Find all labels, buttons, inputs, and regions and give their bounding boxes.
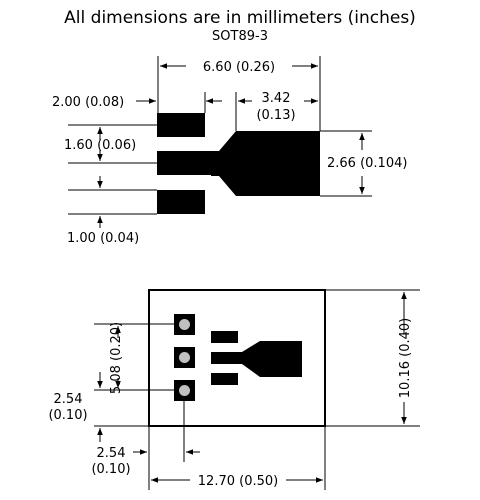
dim-board-width: 12.70 (0.50) bbox=[198, 474, 278, 489]
board-outline bbox=[148, 289, 326, 427]
dim-pin-spacing: 5.08 (0.20) bbox=[109, 322, 124, 394]
dim-board-height: 10.16 (0.40) bbox=[398, 318, 413, 398]
board-pad-2 bbox=[211, 352, 245, 364]
footprint-drawing: 6.60 (0.26) 2.00 (0.08) 3.42 (0.13) 1.60… bbox=[52, 56, 407, 246]
dim-tab-length-value: 3.42 bbox=[262, 91, 291, 106]
dim-bottom-pitch-inches: (0.10) bbox=[91, 462, 130, 477]
dim-overall-width: 6.60 (0.26) bbox=[203, 60, 275, 75]
dim-left-pitch-inches: (0.10) bbox=[48, 408, 87, 423]
dim-tab-length-inches: (0.13) bbox=[256, 108, 295, 123]
pad-3 bbox=[157, 190, 205, 214]
pin-3-hole bbox=[179, 385, 190, 396]
pad-2 bbox=[157, 151, 215, 175]
page-title: All dimensions are in millimeters (inche… bbox=[64, 8, 416, 28]
board-pad-3 bbox=[211, 373, 238, 385]
dim-bottom-pitch-value: 2.54 bbox=[97, 446, 126, 461]
pad-1 bbox=[157, 113, 205, 137]
board-pad-1 bbox=[211, 331, 238, 343]
dim-pad-pitch: 1.60 (0.06) bbox=[64, 138, 136, 153]
heat-tab bbox=[211, 131, 320, 196]
adapter-drawing: 5.08 (0.20) 10.16 (0.40) 2.54 (0.10) 2.5… bbox=[48, 289, 420, 490]
dim-left-pitch-value: 2.54 bbox=[54, 392, 83, 407]
dim-pad-length: 2.00 (0.08) bbox=[52, 95, 124, 110]
dim-tab-height: 2.66 (0.104) bbox=[327, 156, 407, 171]
dim-pad-width: 1.00 (0.04) bbox=[67, 231, 139, 246]
board-tab bbox=[242, 341, 302, 377]
package-name: SOT89-3 bbox=[212, 29, 268, 44]
pin-2-hole bbox=[179, 352, 190, 363]
pin-1-hole bbox=[179, 319, 190, 330]
